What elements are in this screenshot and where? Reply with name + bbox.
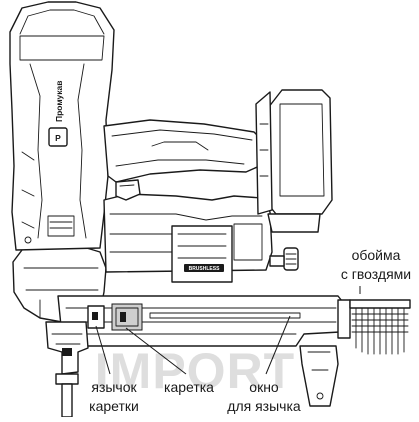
- nozzle: [45, 321, 89, 418]
- callout-leaders: [95, 286, 361, 375]
- callout-pusher-tongue: язычок каретки: [89, 379, 139, 414]
- brand-logo-letter: P: [55, 133, 61, 143]
- battery-pack: [255, 89, 333, 233]
- leader-pusher: [125, 327, 187, 375]
- label-window-line1: окно: [249, 379, 279, 395]
- leader-window: [265, 315, 291, 375]
- brand-mark: P Промукав: [48, 81, 68, 147]
- label-pusher-tongue-line1: язычок: [91, 379, 137, 395]
- tongue-window: [149, 312, 301, 319]
- motor-cover: BRUSHLESS: [171, 225, 233, 283]
- label-pusher: каретка: [164, 379, 214, 395]
- pusher-carriage: [111, 303, 143, 331]
- callout-window: окно для язычка: [227, 379, 301, 414]
- label-window-line2: для язычка: [227, 398, 301, 414]
- nail-strip: [349, 299, 411, 355]
- tool-body: BRUSHLESS P Промукав: [9, 1, 333, 323]
- leader-pusher-tongue: [95, 325, 111, 375]
- depth-knob: [269, 247, 299, 271]
- callout-pusher: каретка: [164, 379, 214, 395]
- handle: [103, 119, 267, 183]
- magazine-foot: [299, 345, 339, 407]
- label-magazine-line1: обойма: [352, 247, 401, 263]
- magazine: [57, 295, 351, 407]
- pusher-tongue: [87, 305, 105, 329]
- main-housing: [9, 1, 115, 251]
- nail-shanks: [355, 307, 405, 355]
- callout-magazine: обойма с гвоздями: [341, 247, 411, 282]
- brand-name: Промукав: [54, 81, 64, 123]
- label-magazine-line2: с гвоздями: [341, 266, 411, 282]
- label-pusher-tongue-line2: каретки: [89, 398, 139, 414]
- watermark-text: IMPORT: [95, 343, 295, 399]
- brushless-badge: BRUSHLESS: [189, 266, 221, 272]
